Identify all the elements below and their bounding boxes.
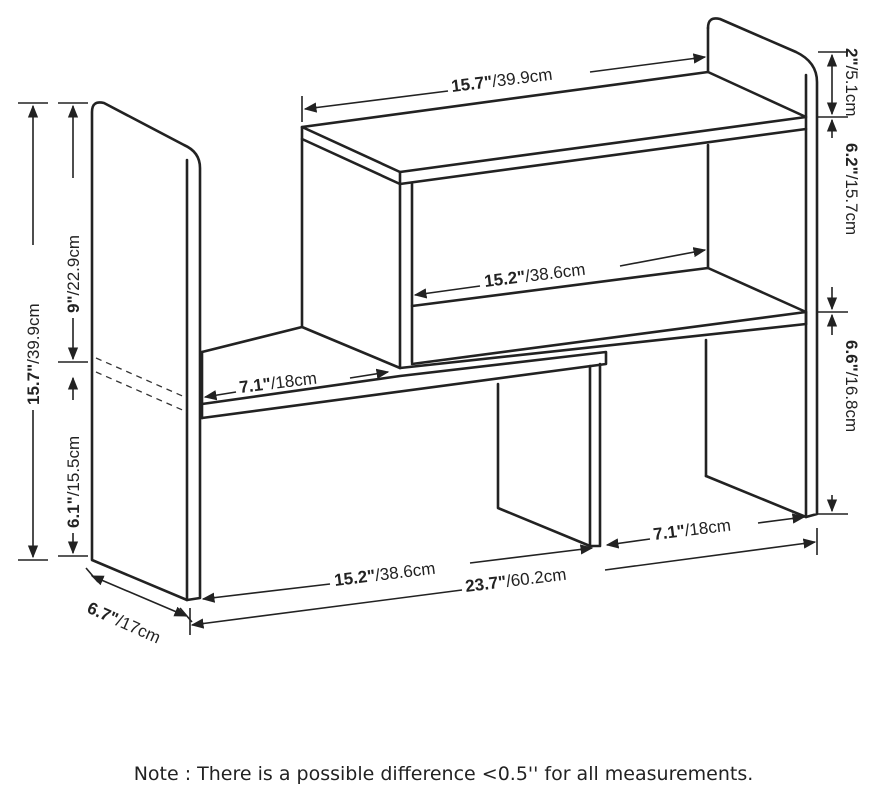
label-total-width: 23.7"/60.2cm xyxy=(464,565,567,596)
label-total-height: 15.7"/39.9cm xyxy=(24,303,43,405)
upper-inner-shelf xyxy=(410,266,808,366)
label-lower-height: 6.1"/15.5cm xyxy=(64,436,83,528)
left-side-panel xyxy=(90,101,202,602)
label-right-bottom: 6.6"/16.8cm xyxy=(842,340,861,432)
upper-top-board xyxy=(300,70,808,174)
label-top-shelf-width: 15.7"/39.9cm xyxy=(450,65,553,96)
upper-left-wall xyxy=(300,137,402,370)
label-left-shelf-depth: 7.1"/18cm xyxy=(238,369,318,397)
right-side-panel xyxy=(704,17,819,519)
measurement-note: Note : There is a possible difference <0… xyxy=(133,763,754,785)
label-upper-height: 9"/22.9cm xyxy=(64,235,83,313)
label-bottom-right-width: 7.1"/18cm xyxy=(652,516,732,544)
lower-long-shelf xyxy=(200,325,304,354)
shelf-drawing xyxy=(90,17,819,602)
label-depth: 6.7"/17cm xyxy=(84,598,163,647)
label-right-top-gap: 2"/5.1cm xyxy=(842,48,861,117)
label-right-middle: 6.2"/15.7cm xyxy=(842,143,861,235)
label-bottom-inner-width: 15.2"/38.6cm xyxy=(333,559,436,590)
dimension-lines xyxy=(18,45,848,635)
lower-support xyxy=(496,362,602,548)
